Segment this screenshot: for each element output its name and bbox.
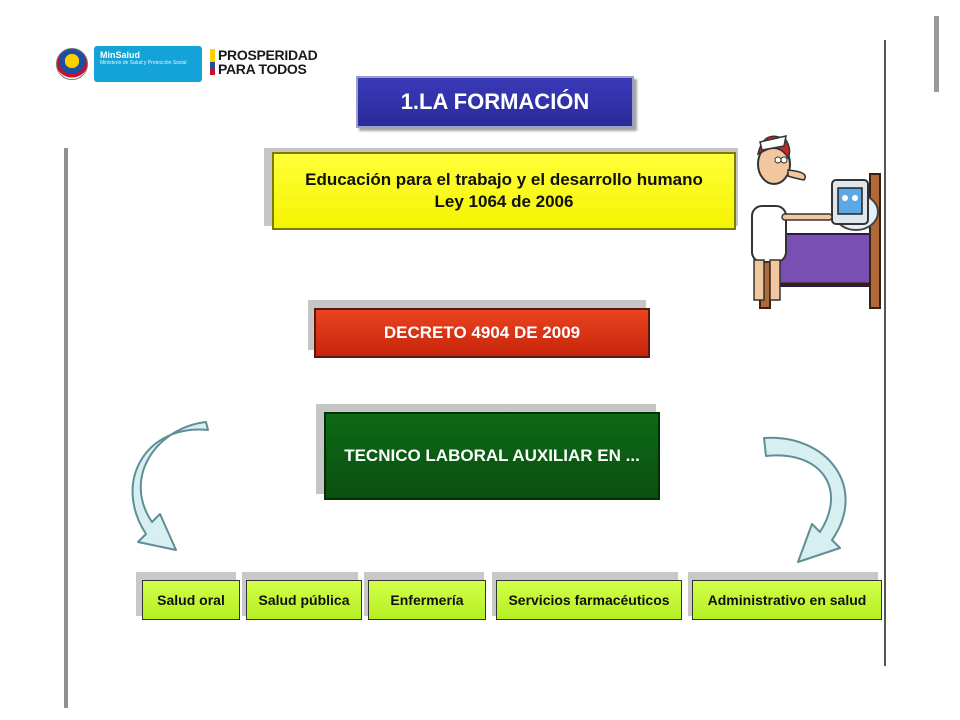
flag-stripe-icon xyxy=(210,49,215,75)
left-divider-line xyxy=(64,148,68,708)
right-curved-arrow-icon xyxy=(763,436,847,563)
prosperidad-logo: PROSPERIDAD PARA TODOS xyxy=(210,47,330,77)
right-divider-line xyxy=(884,40,886,666)
education-box-line-2: Ley 1064 de 2006 xyxy=(434,192,574,211)
category-salud-publica: Salud pública xyxy=(246,580,362,620)
technician-box: TECNICO LABORAL AUXILIAR EN ... xyxy=(324,412,660,500)
slide-title: 1.LA FORMACIÓN xyxy=(356,76,634,128)
education-box-line-1: Educación para el trabajo y el desarroll… xyxy=(305,170,703,189)
category-administrativo-en-salud: Administrativo en salud xyxy=(692,580,882,620)
left-curved-arrow-icon xyxy=(131,421,209,551)
top-right-bar xyxy=(934,16,939,92)
coat-of-arms-icon xyxy=(56,48,88,80)
minsalud-logo-subtitle: Ministerio de Salud y Protección Social xyxy=(100,60,187,66)
category-enfermeria: Enfermería xyxy=(368,580,486,620)
minsalud-logo: MinSalud Ministerio de Salud y Protecció… xyxy=(56,46,202,82)
education-box: Educación para el trabajo y el desarroll… xyxy=(272,152,736,230)
decree-box: DECRETO 4904 DE 2009 xyxy=(314,308,650,358)
minsalud-logo-title: MinSalud xyxy=(100,50,140,60)
nurse-cartoon-illustration xyxy=(751,135,881,309)
prosperidad-line-2: PARA TODOS xyxy=(218,61,307,77)
category-salud-oral: Salud oral xyxy=(142,580,240,620)
category-servicios-farmaceuticos: Servicios farmacéuticos xyxy=(496,580,682,620)
minsalud-badge: MinSalud Ministerio de Salud y Protecció… xyxy=(94,46,202,82)
prosperidad-line-1: PROSPERIDAD xyxy=(218,47,318,63)
